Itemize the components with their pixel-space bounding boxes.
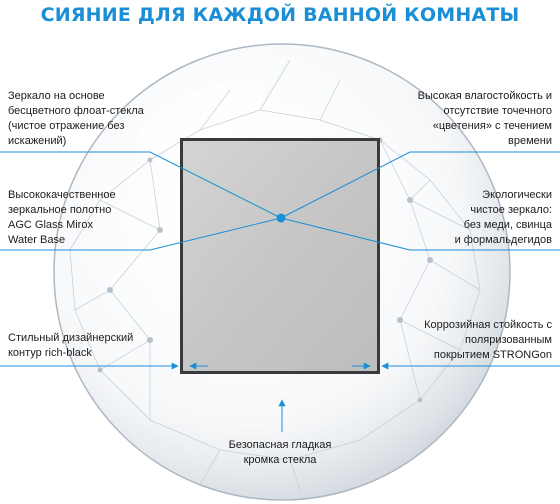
callout-line: Коррозийная стойкость с [424, 319, 552, 331]
callout-line: искажений) [8, 135, 67, 147]
callout-line: кромка стекла [243, 454, 317, 466]
line-float-glass [0, 151, 282, 219]
callout-line: без меди, свинца [463, 219, 552, 231]
callout-line: чистое зеркало: [470, 204, 552, 216]
callout-line: Высококачественное [8, 189, 116, 201]
line-moisture [280, 151, 560, 219]
callout-contour: Стильный дизайнерский контур rich-black [8, 331, 133, 361]
callout-line: покрытием STRONGon [433, 349, 552, 361]
callout-line: отсутствие точечного [443, 105, 553, 117]
callout-edge: Безопасная гладкая кромка стекла [190, 438, 370, 468]
line-agc [0, 217, 282, 251]
center-dot [276, 213, 286, 223]
sphere-highlight [135, 81, 265, 159]
line-eco [280, 217, 560, 251]
callout-line: Безопасная гладкая [228, 439, 332, 451]
callout-line: контур rich-black [8, 347, 92, 359]
callout-line: зеркальное полотно [8, 204, 112, 216]
headline: СИЯНИЕ ДЛЯ КАЖДОЙ ВАННОЙ КОМНАТЫ [40, 4, 520, 26]
callout-line: бесцветного флоат-стекла [8, 105, 144, 117]
callout-line: и формальдегидов [454, 234, 552, 246]
callout-line: Стильный дизайнерский [8, 332, 134, 344]
callout-float-glass: Зеркало на основе бесцветного флоат-стек… [8, 89, 144, 149]
callout-line: (чистое отражение без [8, 120, 125, 132]
callout-line: Экологически [482, 189, 552, 201]
callout-line: AGC Glass Mirox [8, 219, 93, 231]
callout-line: «цветения» с течением [432, 120, 552, 132]
callout-corrosion: Коррозийная стойкость с поляризованным п… [424, 318, 552, 363]
callout-line: Зеркало на основе [8, 90, 105, 102]
callout-line: Высокая влагостойкость и [417, 90, 552, 102]
callout-moisture: Высокая влагостойкость и отсутствие точе… [418, 89, 552, 149]
callout-eco: Экологически чистое зеркало: без меди, с… [455, 188, 552, 248]
callout-agc: Высококачественное зеркальное полотно AG… [8, 188, 116, 248]
callout-line: поляризованным [465, 334, 552, 346]
callout-line: времени [508, 135, 552, 147]
callout-lines [0, 151, 560, 432]
mirror-glass [183, 141, 377, 371]
callout-line: Water Base [8, 234, 66, 246]
